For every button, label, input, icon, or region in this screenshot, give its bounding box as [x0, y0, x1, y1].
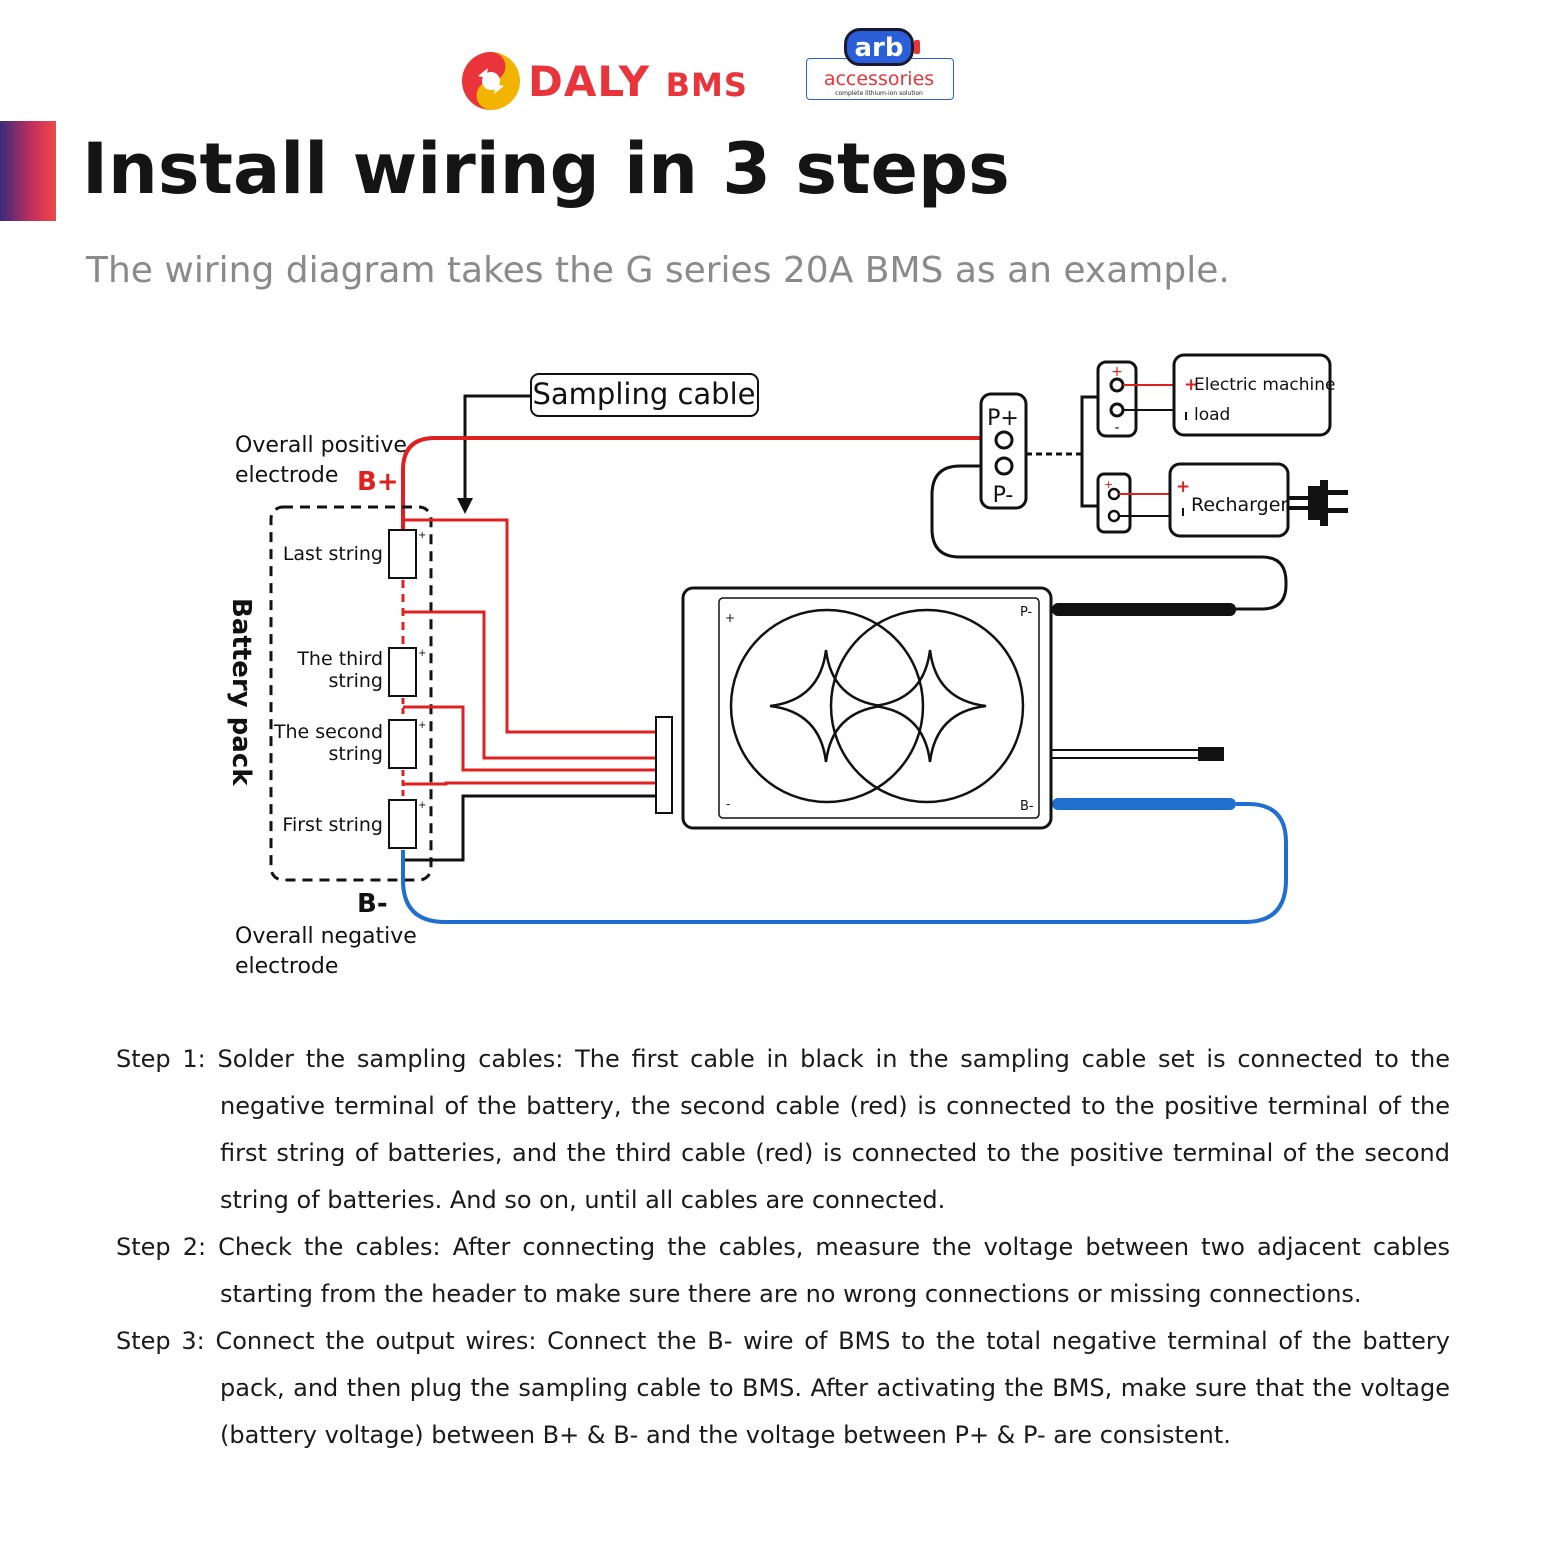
- page-subtitle: The wiring diagram takes the G series 20…: [86, 250, 1230, 291]
- p-minus-wire: [930, 464, 1288, 611]
- svg-text:+: +: [418, 648, 426, 659]
- recharger-terminal-neg: [1107, 509, 1121, 523]
- b-plus-label: B+: [357, 467, 399, 497]
- cell-second: +: [388, 719, 426, 769]
- sampling-wires: [403, 518, 660, 786]
- second-string-label-2: string: [328, 743, 383, 765]
- load-branch: [1080, 395, 1098, 508]
- third-string-label-2: string: [328, 670, 383, 692]
- p-plus-terminal: [994, 430, 1014, 450]
- bms-logo-icon: [729, 608, 1025, 804]
- brand-logos: DALY BMS arb accessories complete lithiu…: [460, 28, 960, 110]
- last-string-label: Last string: [283, 543, 383, 565]
- overall-negative-label-2: electrode: [235, 954, 338, 979]
- bms-b-minus-lead: [1052, 798, 1236, 810]
- p-minus-label: P-: [993, 483, 1014, 508]
- bms-p-minus-mark: P-: [1020, 605, 1033, 620]
- arb-tagline: complete lithium-ion solution: [835, 90, 923, 97]
- title-accent-bar: [0, 121, 56, 221]
- page-title: Install wiring in 3 steps: [82, 128, 1010, 210]
- arb-battery-tip: [914, 40, 920, 54]
- b-minus-label: B-: [357, 889, 388, 919]
- step-1-text: Solder the sampling cables: The first ca…: [217, 1045, 1451, 1214]
- load-terminal-minus: -: [1114, 420, 1119, 436]
- p-terminal-block: [979, 392, 1028, 510]
- battery-pack-outline: [269, 505, 433, 882]
- cell-last: +: [388, 529, 426, 579]
- overall-positive-label-2: electrode: [235, 463, 338, 488]
- sampling-wire-black: [403, 794, 660, 862]
- cell-first: +: [388, 799, 426, 849]
- load-terminal-neg: [1109, 402, 1125, 418]
- load-terminal-plus: +: [1111, 364, 1123, 380]
- step-2-text: Check the cables: After connecting the c…: [218, 1233, 1450, 1308]
- p-minus-terminal: [994, 456, 1014, 476]
- recharger-terminal-pos: [1107, 487, 1121, 501]
- second-string-label: The second: [273, 721, 383, 743]
- electric-machine-label: Electric machine: [1194, 375, 1335, 395]
- step-3-label: Step 3:: [116, 1327, 205, 1355]
- b-plus-wire: [401, 436, 995, 530]
- step-3-text: Connect the output wires: Connect the B-…: [215, 1327, 1450, 1449]
- svg-text:+: +: [418, 800, 426, 811]
- daly-logo-icon: [462, 52, 520, 110]
- daly-name: DALY: [528, 56, 651, 106]
- bms-b-minus-mark: B-: [1020, 799, 1034, 814]
- overall-positive-label: Overall positive: [235, 433, 407, 458]
- load-terminal: [1096, 360, 1138, 438]
- recharger-plus-sign: +: [1176, 477, 1190, 497]
- recharger-label: Recharger: [1191, 494, 1288, 516]
- cell-third: +: [388, 647, 426, 697]
- step-1-label: Step 1:: [116, 1045, 206, 1073]
- load-plus-sign: +: [1184, 375, 1198, 395]
- sampling-cable-arrowhead: [457, 498, 473, 514]
- sampling-connector: [655, 716, 673, 814]
- bms-minus-mark: -: [726, 797, 730, 811]
- third-string-label: The third: [296, 648, 383, 670]
- wiring-diagram: Sampling cable Overall positive electrod…: [226, 353, 1348, 979]
- temp-sensor-probe: [1198, 747, 1224, 761]
- recharger-terminal-plus: +: [1104, 478, 1113, 491]
- arb-battery-pill: arb: [844, 28, 914, 66]
- step-3: Step 3: Connect the output wires: Connec…: [116, 1318, 1450, 1459]
- step-2-label: Step 2:: [116, 1233, 207, 1261]
- sampling-cable-pointer: [463, 394, 531, 500]
- instructions: Step 1: Solder the sampling cables: The …: [116, 1036, 1450, 1459]
- step-1: Step 1: Solder the sampling cables: The …: [116, 1036, 1450, 1224]
- svg-text:+: +: [418, 720, 426, 731]
- electric-machine-load-box: [1172, 353, 1332, 437]
- daly-suffix: BMS: [665, 65, 748, 104]
- recharger-terminal: [1096, 472, 1132, 534]
- daly-brand-name: DALY BMS: [528, 57, 748, 106]
- sampling-cable-label: Sampling cable: [533, 377, 756, 411]
- step-2: Step 2: Check the cables: After connecti…: [116, 1224, 1450, 1318]
- daly-bms-logo: DALY BMS: [460, 50, 748, 112]
- power-plug-icon: [1288, 480, 1348, 526]
- bms-p-minus-lead: [1052, 603, 1236, 616]
- overall-negative-label: Overall negative: [235, 924, 417, 949]
- first-string-label: First string: [282, 814, 383, 836]
- battery-pack-label: Battery pack: [226, 598, 256, 786]
- p-plus-label: P+: [987, 406, 1019, 431]
- bms-plus-mark: +: [725, 611, 735, 625]
- b-minus-wire: [401, 802, 1288, 924]
- svg-text:+: +: [418, 530, 426, 541]
- load-terminal-pos: [1109, 377, 1125, 393]
- arb-accessories-logo: arb accessories complete lithium-ion sol…: [806, 28, 956, 100]
- load-label: load: [1194, 405, 1230, 425]
- arb-accessories-text: accessories: [823, 68, 935, 90]
- bms-board-inner: [718, 597, 1040, 819]
